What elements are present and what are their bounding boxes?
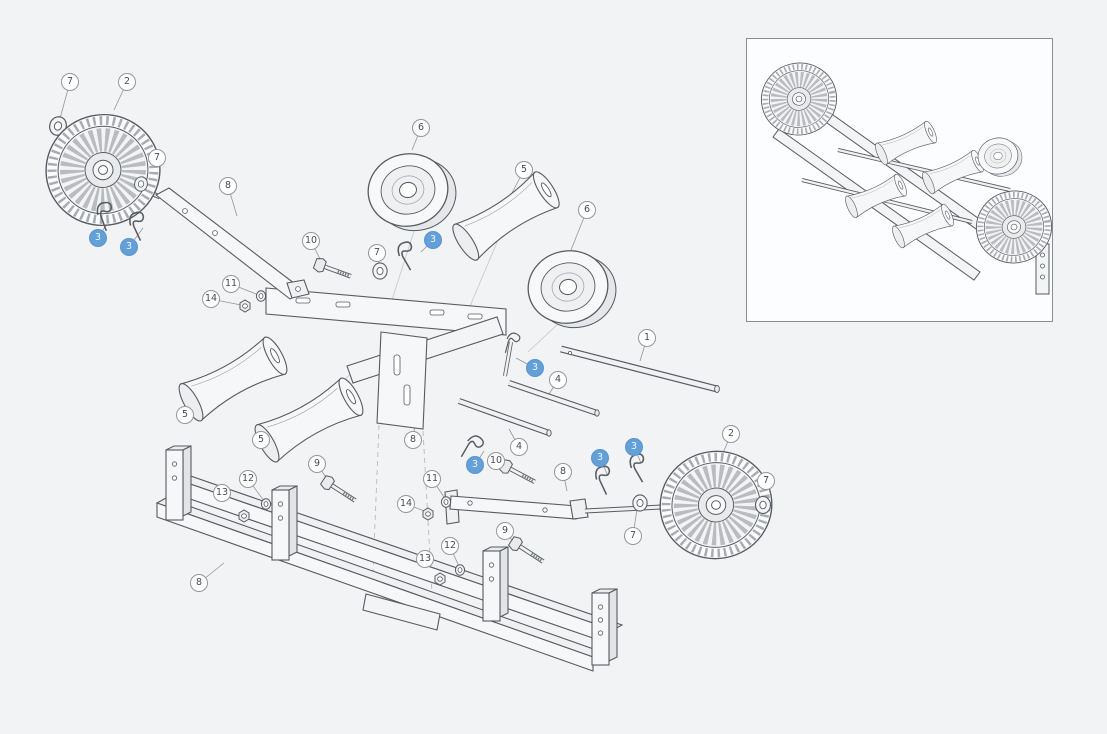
assembled-view-inset — [746, 38, 1058, 322]
washer-part-12 — [454, 564, 466, 576]
callout-part-7[interactable]: 7 — [148, 149, 166, 167]
r-clip-part-3 — [589, 463, 617, 496]
nut-part-14 — [422, 507, 434, 521]
callout-part-11[interactable]: 11 — [423, 470, 441, 488]
callout-part-7[interactable]: 7 — [368, 244, 386, 262]
callout-part-6[interactable]: 6 — [578, 201, 596, 219]
keel-roller-part-5 — [250, 374, 368, 466]
guide-dashed-lines — [371, 424, 434, 612]
callout-part-6[interactable]: 6 — [412, 119, 430, 137]
r-clip-part-3 — [624, 451, 651, 483]
callout-part-12[interactable]: 12 — [441, 537, 459, 555]
callout-part-7[interactable]: 7 — [61, 73, 79, 91]
washer-part-7 — [632, 494, 648, 512]
callout-part-3-highlighted[interactable]: 3 — [526, 359, 544, 377]
callout-part-3-highlighted[interactable]: 3 — [591, 449, 609, 467]
r-clip-part-3 — [392, 239, 419, 271]
bottom-frame-weldment — [155, 445, 624, 672]
callout-part-2[interactable]: 2 — [118, 73, 136, 91]
bolt-part-9 — [508, 535, 547, 567]
callout-part-5[interactable]: 5 — [252, 431, 270, 449]
washer-part-11 — [440, 496, 452, 508]
washer-part-12 — [260, 498, 272, 510]
callout-part-8[interactable]: 8 — [554, 463, 572, 481]
callout-part-12[interactable]: 12 — [239, 470, 257, 488]
callout-part-9[interactable]: 9 — [308, 455, 326, 473]
roller-shaft-part-4 — [507, 380, 600, 417]
end-roller-part-6 — [360, 144, 464, 241]
frame-post — [271, 485, 298, 561]
washer-part-7 — [754, 495, 772, 515]
washer-part-11 — [255, 290, 267, 302]
callout-part-1[interactable]: 1 — [638, 329, 656, 347]
callout-part-8[interactable]: 8 — [404, 431, 422, 449]
callout-part-10[interactable]: 10 — [487, 452, 505, 470]
callout-part-11[interactable]: 11 — [222, 275, 240, 293]
callout-part-5[interactable]: 5 — [176, 406, 194, 424]
callout-part-14[interactable]: 14 — [202, 290, 220, 308]
callout-part-4[interactable]: 4 — [549, 371, 567, 389]
nut-part-13 — [238, 509, 250, 523]
r-clip-part-3 — [456, 433, 487, 458]
callout-part-10[interactable]: 10 — [302, 232, 320, 250]
center-cross-assembly — [265, 287, 507, 430]
callout-part-3-highlighted[interactable]: 3 — [424, 231, 442, 249]
nut-part-14 — [239, 299, 251, 313]
frame-post — [591, 588, 618, 666]
retaining-pin — [503, 341, 513, 377]
washer-part-7 — [372, 262, 388, 280]
callout-part-2[interactable]: 2 — [722, 425, 740, 443]
callout-part-14[interactable]: 14 — [397, 495, 415, 513]
callout-part-3-highlighted[interactable]: 3 — [625, 438, 643, 456]
roller-shaft-part-1 — [560, 345, 720, 393]
callout-part-3-highlighted[interactable]: 3 — [466, 456, 484, 474]
callout-part-8[interactable]: 8 — [190, 574, 208, 592]
callout-part-7[interactable]: 7 — [624, 527, 642, 545]
keel-roller-part-5 — [447, 167, 565, 265]
bolt-part-9 — [320, 474, 359, 506]
callout-part-13[interactable]: 13 — [416, 550, 434, 568]
frame-post — [165, 445, 192, 521]
nut-part-13 — [434, 572, 446, 586]
callout-part-13[interactable]: 13 — [213, 484, 231, 502]
callout-part-7[interactable]: 7 — [757, 472, 775, 490]
callout-part-5[interactable]: 5 — [515, 161, 533, 179]
end-roller-part-6 — [520, 241, 624, 338]
bolt-part-10 — [313, 257, 353, 283]
callout-part-4[interactable]: 4 — [510, 438, 528, 456]
roller-shaft-part-4 — [457, 398, 552, 437]
callout-part-8[interactable]: 8 — [219, 177, 237, 195]
callout-part-3-highlighted[interactable]: 3 — [89, 229, 107, 247]
frame-post — [482, 546, 509, 622]
callout-part-9[interactable]: 9 — [496, 522, 514, 540]
callout-part-3-highlighted[interactable]: 3 — [120, 238, 138, 256]
